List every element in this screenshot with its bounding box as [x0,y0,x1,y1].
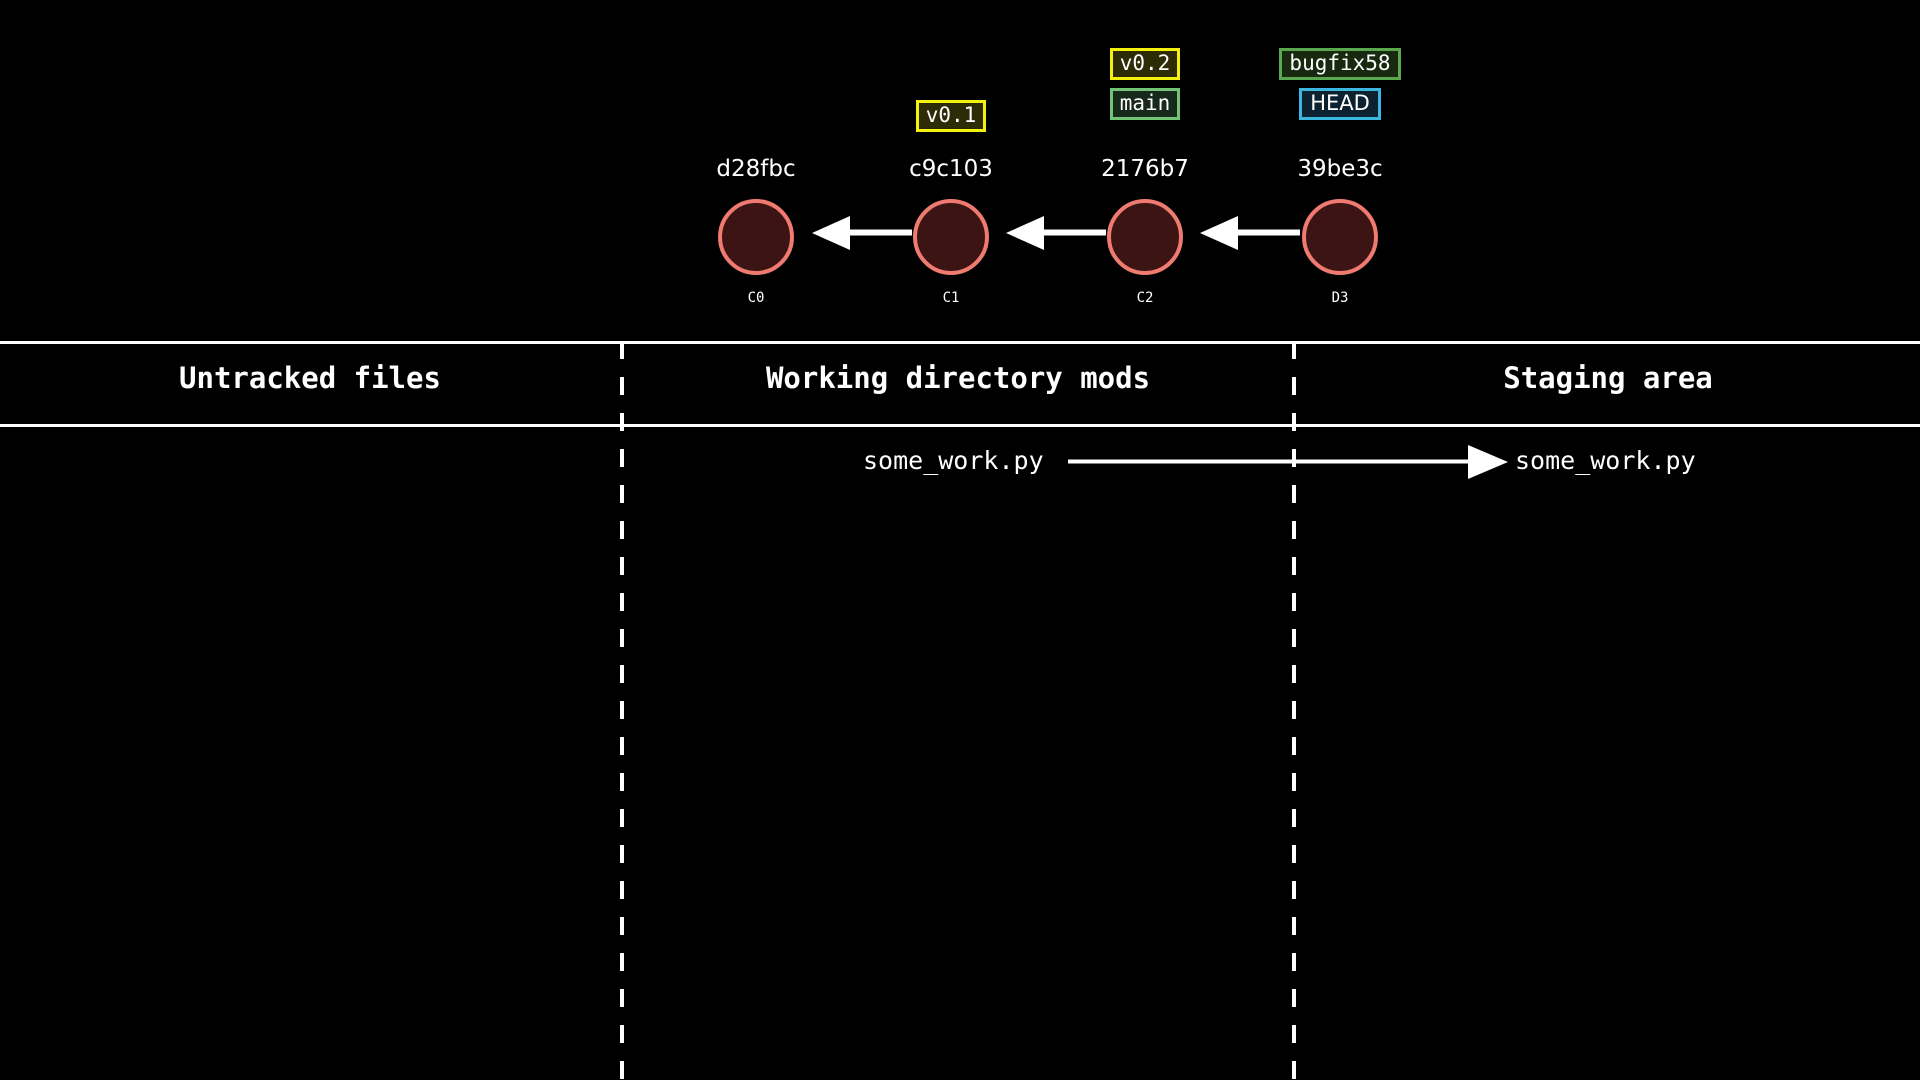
commit-hash-c2: 2176b7 [1101,156,1189,182]
commit-label-c0: C0 [747,290,765,306]
transfer-arrow-icon [1068,445,1508,479]
commit-refs-d3: bugfix58 HEAD [1260,48,1420,120]
commit-node-c2[interactable]: 2176b7 C2 [1065,156,1225,306]
zone-divider-working-staging [1292,341,1296,1080]
commit-hash-c1: c9c103 [909,156,993,182]
commit-label-d3: D3 [1331,290,1349,306]
ref-badge-v0-1[interactable]: v0.1 [915,100,987,132]
commit-arrow-d3-to-c2 [1200,216,1300,250]
commit-hash-d3: 39be3c [1297,156,1383,182]
commit-refs-c2: v0.2 main [1065,48,1225,120]
ref-badge-bugfix58[interactable]: bugfix58 [1279,48,1401,80]
zone-title-untracked-files: Untracked files [179,361,441,395]
commit-circle-c0[interactable] [718,199,794,275]
commit-graph: d28fbc C0 c9c103 C1 v0.1 2176b7 C2 v0.2 … [0,0,1920,333]
transfer-source-file[interactable]: some_work.py [863,446,1044,475]
zones-top-rule [0,341,1920,344]
commit-label-c1: C1 [942,290,960,306]
commit-circle-c1[interactable] [913,199,989,275]
commit-circle-d3[interactable] [1302,199,1378,275]
zone-title-staging-area: Staging area [1503,361,1713,395]
commit-node-d3[interactable]: 39be3c D3 [1260,156,1420,306]
ref-badge-head[interactable]: HEAD [1299,88,1381,120]
zones-bottom-rule [0,424,1920,427]
commit-label-c2: C2 [1136,290,1154,306]
commit-node-c1[interactable]: c9c103 C1 [871,156,1031,306]
commit-refs-c1: v0.1 [871,100,1031,132]
zone-title-working-directory-mods: Working directory mods [765,361,1151,395]
transfer-target-file[interactable]: some_work.py [1515,446,1696,475]
commit-circle-c2[interactable] [1107,199,1183,275]
ref-badge-v0-2[interactable]: v0.2 [1109,48,1181,80]
ref-badge-main[interactable]: main [1109,88,1181,120]
commit-arrow-c2-to-c1 [1006,216,1106,250]
commit-arrow-c1-to-c0 [812,216,912,250]
commit-node-c0[interactable]: d28fbc C0 [676,156,836,306]
zone-divider-untracked-working [620,341,624,1080]
commit-hash-c0: d28fbc [716,156,796,182]
